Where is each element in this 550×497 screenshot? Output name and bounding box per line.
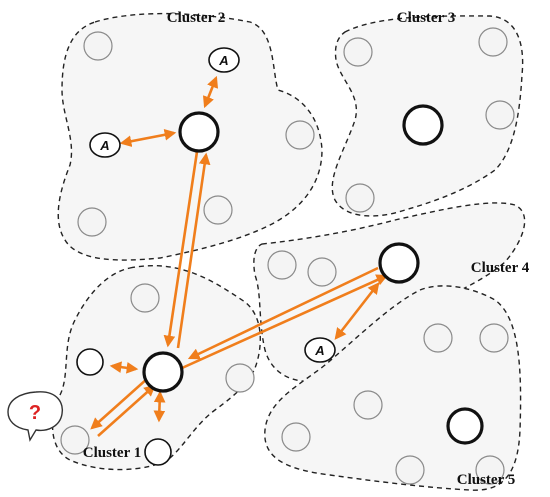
arrow-head1-to-head2 [176,152,211,349]
member-node [281,422,311,452]
arrow-head1-member-left [109,361,139,374]
member-node [203,195,233,225]
agent-node: A [304,337,336,363]
communication-arrows [90,75,389,437]
arrow-head2-agent-top [202,75,219,109]
cluster-1-head [142,351,184,393]
arrow-head2-agent-left [119,129,177,147]
cluster-4-label: Cluster 4 [471,260,530,276]
cluster-1-member [144,438,172,466]
member-nodes [60,27,515,485]
cluster-2-label: Cluster 2 [167,10,225,26]
member-node [83,31,113,61]
cluster-4-head [378,242,420,284]
member-node [353,390,383,420]
arrow-head1-member-bottom [153,390,166,423]
member-node [285,120,315,150]
cluster-5-head [446,407,484,445]
agent-label: A [314,343,324,358]
arrow-requester-to-head1 [97,384,156,437]
agent-node: A [208,47,240,73]
member-node [345,183,375,213]
cluster-1-label: Cluster 1 [83,445,141,461]
member-node [343,37,373,67]
member-node [307,257,337,287]
question-bubble: ? [7,391,64,442]
agent-label: A [218,53,228,68]
cluster-3-head [402,104,444,146]
agent-node: A [89,132,121,158]
member-node [478,27,508,57]
cluster-3-label: Cluster 3 [397,10,455,26]
cluster-1-member [76,348,104,376]
agent-circle [304,337,336,363]
agent-circle [89,132,121,158]
member-node [423,323,453,353]
agent-label: A [99,138,109,153]
cluster-2-head [178,111,220,153]
member-node [77,207,107,237]
member-node [479,323,509,353]
member-node [267,250,297,280]
question-mark: ? [29,402,41,424]
arrow-head2-to-head1 [163,144,200,348]
speech-bubble-icon [7,391,64,442]
arrow-head4-agent [334,282,380,340]
arrow-head1-to-requester [90,377,149,430]
member-node [225,363,255,393]
cluster-5-label: Cluster 5 [457,472,515,488]
member-node [395,455,425,485]
member-node [475,455,505,485]
cluster-4-region [253,202,526,382]
agent-circle [208,47,240,73]
member-node [60,425,90,455]
member-node [130,283,160,313]
member-node [485,100,515,130]
